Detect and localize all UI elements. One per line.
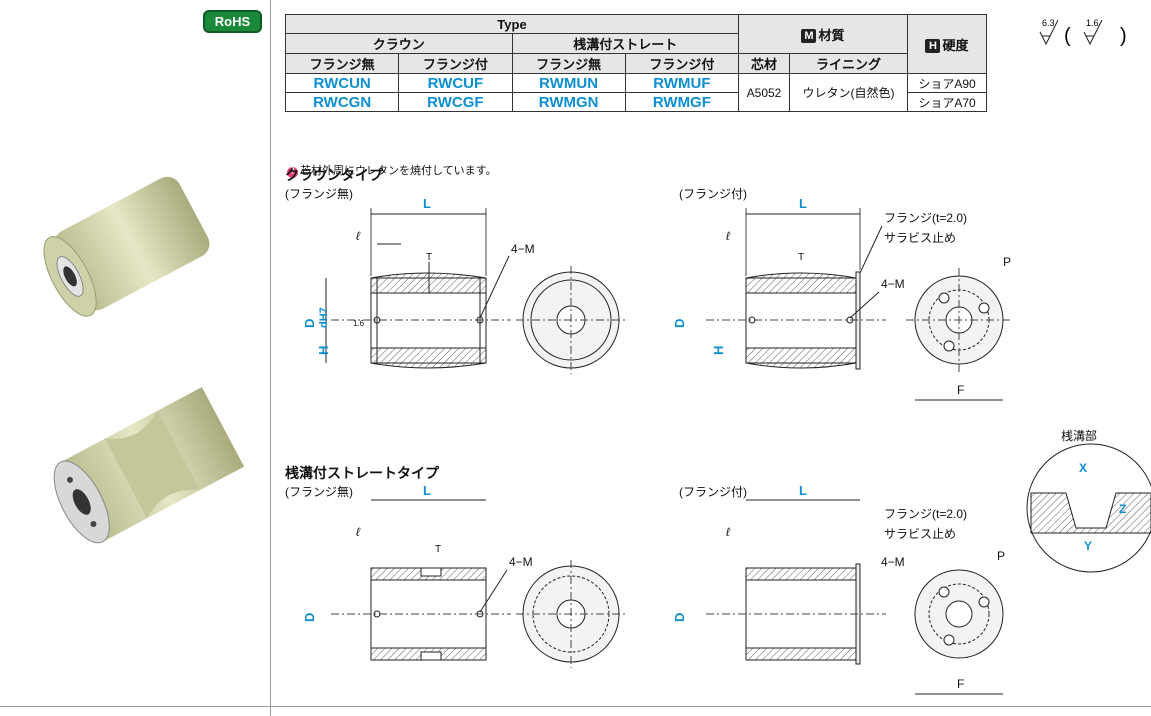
note: ?芯材外周にウレタンを焼付しています。 [287, 162, 497, 178]
dim-T: T [798, 252, 804, 263]
dim-L: L [423, 483, 431, 498]
groove-with-flange-label: (フランジ付) [679, 485, 747, 499]
dim-P: P [997, 549, 1005, 563]
groove-detail-title: 桟溝部 [1061, 428, 1097, 443]
crown-front-view [516, 266, 626, 374]
roughness-mark: 1.6 [353, 319, 365, 328]
groove-side-view: L ℓ T D 4−M [302, 483, 533, 661]
core-value: A5052 [737, 73, 791, 112]
roughness-value: 6.3 [1042, 18, 1055, 28]
dim-d: dH7 [318, 307, 330, 328]
crown-flange-side-view: L ℓ T D H フランジ(t=2.0) サラビス止め 4−M [672, 196, 967, 370]
groove-flange-front-view: P F [914, 549, 1005, 695]
dim-Y: Y [1084, 539, 1092, 553]
part-number[interactable]: RWMUN [511, 73, 626, 93]
part-number[interactable]: RWCUF [398, 73, 513, 93]
type-header: Type [285, 14, 739, 34]
dim-D: D [302, 319, 317, 328]
part-number[interactable]: RWMGF [624, 92, 740, 112]
col-crown-with-flange: フランジ付 [398, 53, 513, 74]
dim-4M: 4−M [509, 555, 533, 569]
groove-flange-side-view: L ℓ D フランジ(t=2.0) サラビス止め 4−M [672, 483, 967, 665]
dim-4M: 4−M [511, 242, 535, 256]
dim-ell: ℓ [356, 229, 361, 243]
material-icon: M [801, 28, 817, 43]
hardness-value: ショアA70 [907, 92, 987, 112]
dim-H: H [316, 346, 331, 355]
rohs-badge: RoHS [203, 10, 262, 33]
bottom-border [0, 706, 1151, 707]
crown-header: クラウン [285, 33, 513, 54]
dim-D: D [672, 319, 687, 328]
dim-L: L [799, 483, 807, 498]
part-number[interactable]: RWMUF [624, 73, 740, 93]
groove-front-view [516, 560, 626, 668]
col-groove-no-flange: フランジ無 [511, 53, 626, 74]
dim-T: T [426, 252, 432, 263]
groove-title: 桟溝付ストレートタイプ [285, 465, 440, 481]
part-number[interactable]: RWCGN [284, 92, 400, 112]
dim-ell: ℓ [726, 525, 731, 539]
dim-L: L [423, 196, 431, 211]
groove-detail: 桟溝部 X Y Z [1026, 428, 1151, 573]
crown-with-flange-label: (フランジ付) [679, 187, 747, 201]
crown-no-flange-label: (フランジ無) [285, 186, 353, 201]
dim-F: F [957, 677, 964, 691]
part-number[interactable]: RWMGN [511, 92, 626, 112]
dim-P: P [1003, 255, 1011, 269]
product-photo [43, 176, 245, 544]
screw-label: サラビス止め [884, 527, 956, 541]
col-groove-with-flange: フランジ付 [624, 53, 740, 74]
hardness-icon: H [925, 38, 941, 53]
lining-value: ウレタン(自然色) [789, 73, 908, 112]
dim-ell: ℓ [356, 525, 361, 539]
col-lining: ライニング [789, 53, 908, 74]
dim-T: T [435, 544, 441, 555]
crown-flange-front-view: P F [906, 255, 1013, 401]
dim-D: D [302, 613, 317, 622]
technical-drawings: クラウンタイプ (フランジ無) (フランジ付) L ℓ T D dH7 H 1.… [285, 168, 1151, 695]
screw-label: サラビス止め [884, 231, 956, 245]
dim-4M: 4−M [881, 555, 905, 569]
dim-H: H [711, 346, 726, 355]
crown-side-view: L ℓ T D dH7 H 1.6 4−M [302, 196, 535, 369]
groove-no-flange-label: (フランジ無) [285, 484, 353, 499]
dim-4M: 4−M [881, 277, 905, 291]
dim-Z: Z [1119, 502, 1126, 516]
hardness-value: ショアA90 [907, 73, 987, 93]
svg-text:(: ( [1064, 25, 1071, 47]
product-image-panel: RoHS [0, 0, 271, 716]
col-core: 芯材 [737, 53, 791, 74]
part-number[interactable]: RWCUN [284, 73, 400, 93]
flange-label: フランジ(t=2.0) [884, 507, 967, 521]
dim-F: F [957, 383, 964, 397]
crown-title: クラウンタイプ [285, 168, 384, 183]
dim-ell: ℓ [726, 229, 731, 243]
part-number[interactable]: RWCGF [398, 92, 513, 112]
groove-header: 桟溝付ストレート [511, 33, 739, 54]
svg-text:): ) [1120, 25, 1127, 47]
dim-X: X [1079, 461, 1087, 475]
dim-L: L [799, 196, 807, 211]
roughness-value: 1.6 [1086, 18, 1099, 28]
col-crown-no-flange: フランジ無 [284, 53, 400, 74]
dim-D: D [672, 613, 687, 622]
info-icon: ? [287, 167, 298, 178]
surface-roughness-symbol: 6.3 ( 1.6 ) [1039, 18, 1127, 47]
flange-label: フランジ(t=2.0) [884, 211, 967, 225]
